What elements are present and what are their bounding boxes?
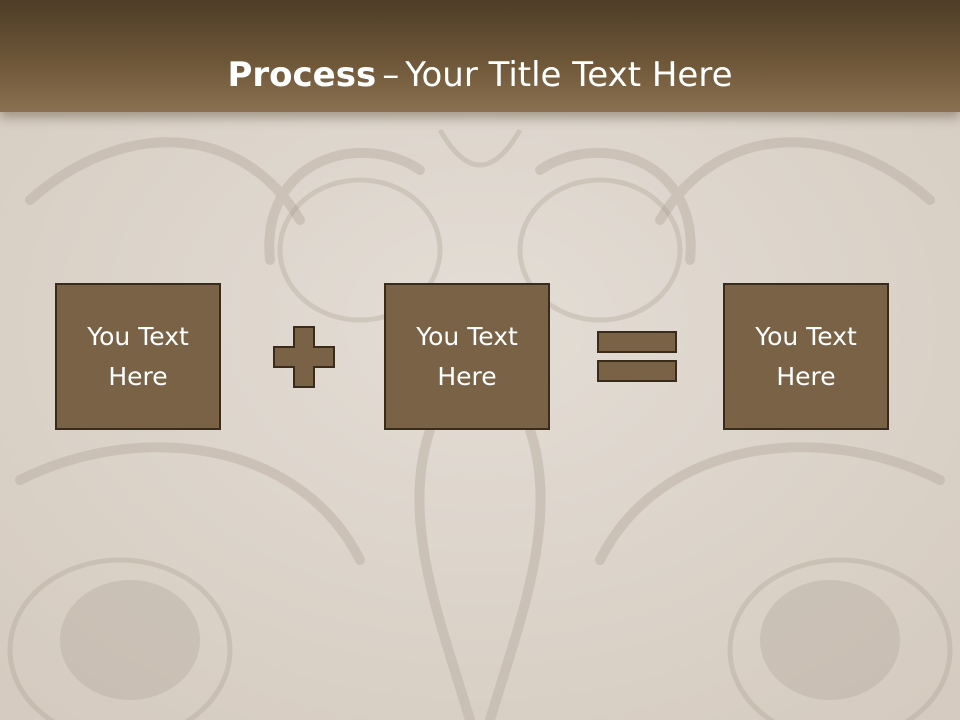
title-text: Your Title Text Here — [405, 55, 733, 95]
process-box-1[interactable]: You Text Here — [55, 283, 221, 430]
process-box-2[interactable]: You Text Here — [384, 283, 550, 430]
equals-icon — [597, 331, 677, 382]
title-separator: – — [382, 55, 400, 95]
process-box-text: You Text Here — [755, 321, 857, 391]
title-bar — [0, 0, 960, 112]
process-box-text: You Text Here — [416, 321, 518, 391]
process-box-text: You Text Here — [87, 321, 189, 391]
title-bold-part: Process — [227, 55, 377, 95]
slide-title: Process–Your Title Text Here — [0, 50, 960, 100]
process-box-3[interactable]: You Text Here — [723, 283, 889, 430]
plus-icon — [273, 326, 335, 388]
